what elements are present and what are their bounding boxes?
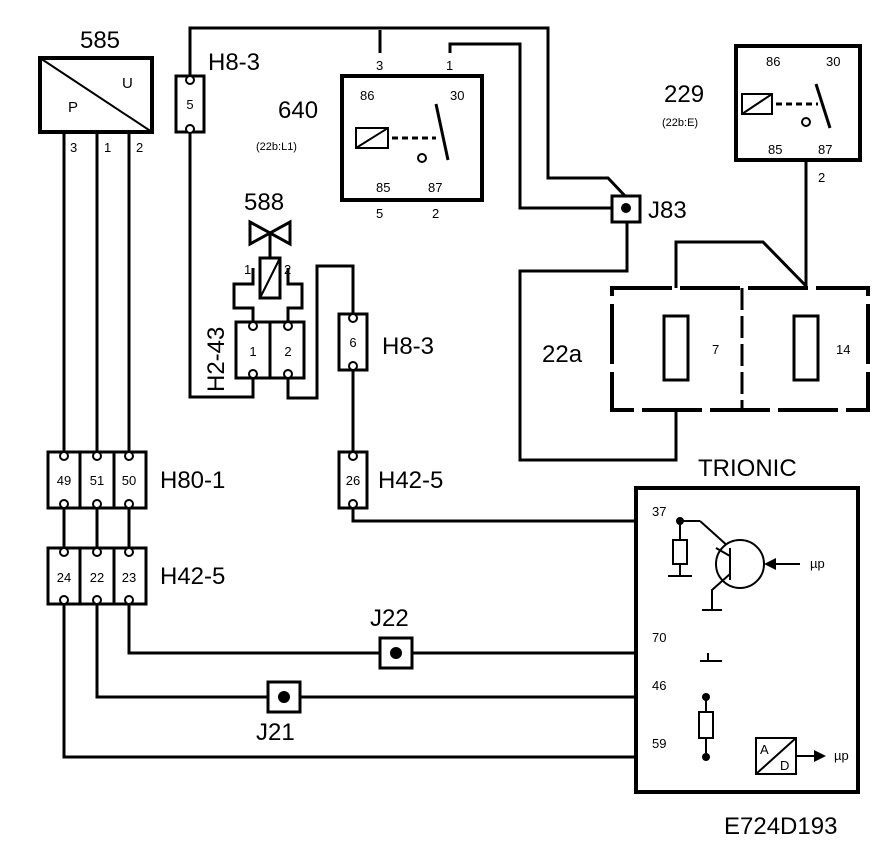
trionic-pin-59: 59 bbox=[652, 736, 666, 751]
valve-588-pin-1: 1 bbox=[244, 262, 251, 277]
relay-640-ref: (22b:L1) bbox=[256, 141, 297, 153]
connector-h80-1-pin-51: 51 bbox=[90, 473, 104, 488]
fusebox-22a: 22a 7 14 bbox=[542, 286, 870, 412]
trionic-ad-d: D bbox=[780, 758, 789, 773]
connector-h80-1: 49 51 50 H80-1 bbox=[46, 450, 225, 510]
relay-229-term-86: 86 bbox=[766, 54, 780, 69]
trionic-up-label-2: µp bbox=[834, 748, 849, 763]
sensor-585-pin-2: 2 bbox=[136, 140, 143, 155]
connector-h42-5-single-pin: 26 bbox=[346, 473, 360, 488]
connector-h42-5-triple: 24 22 23 H42-5 bbox=[46, 546, 225, 606]
connector-h8-3-mid-label: H8-3 bbox=[382, 333, 434, 360]
connector-h42-5-pin-23: 23 bbox=[122, 570, 136, 585]
fuse-7-label: 7 bbox=[712, 342, 719, 357]
connector-h42-5-single-label: H42-5 bbox=[378, 467, 443, 494]
connector-h80-1-pin-50: 50 bbox=[122, 473, 136, 488]
connector-h8-3-top-label: H8-3 bbox=[208, 49, 260, 76]
relay-229-ref: (22b:E) bbox=[662, 117, 698, 129]
junction-j22-label: J22 bbox=[370, 605, 409, 632]
relay-229-term-87: 87 bbox=[818, 142, 832, 157]
trionic-pin-37: 37 bbox=[652, 504, 666, 519]
relay-229-id: 229 bbox=[664, 81, 704, 108]
relay-640-pin-5: 5 bbox=[376, 206, 383, 221]
connector-h80-1-label: H80-1 bbox=[160, 467, 225, 494]
relay-640-id: 640 bbox=[278, 97, 318, 124]
connector-h2-43-pin-2: 2 bbox=[284, 344, 291, 359]
sensor-585-pin-1: 1 bbox=[104, 140, 111, 155]
relay-229-term-85: 85 bbox=[768, 142, 782, 157]
valve-588: 588 1 2 bbox=[244, 189, 292, 300]
trionic-label: TRIONIC bbox=[698, 455, 797, 482]
relay-229-coil bbox=[741, 83, 832, 129]
trionic-pin-70: 70 bbox=[652, 630, 666, 645]
relay-229: 229 (22b:E) 86 30 85 87 2 bbox=[662, 44, 862, 185]
junction-j21: J21 bbox=[256, 680, 302, 746]
relay-229-pin-2: 2 bbox=[818, 170, 825, 185]
connector-h42-5-pin-24: 24 bbox=[57, 570, 71, 585]
sensor-585-pin-3: 3 bbox=[70, 140, 77, 155]
sensor-585: 585 U P 3 1 2 bbox=[38, 27, 154, 155]
relay-229-term-30: 30 bbox=[826, 54, 840, 69]
trionic-ecu: TRIONIC 37 70 46 59 µp A D bbox=[634, 455, 860, 794]
relay-640-term-86: 86 bbox=[360, 88, 374, 103]
fuse-7 bbox=[662, 314, 690, 382]
valve-588-id: 588 bbox=[244, 189, 284, 216]
relay-640-pin-3: 3 bbox=[376, 58, 383, 73]
connector-h8-3-top: H8-3 5 bbox=[174, 49, 260, 134]
sensor-585-u-label: U bbox=[122, 75, 133, 92]
relay-640-term-30: 30 bbox=[450, 88, 464, 103]
sensor-585-id: 585 bbox=[80, 27, 120, 54]
relay-640-pin-1: 1 bbox=[446, 58, 453, 73]
fusebox-22a-label: 22a bbox=[542, 341, 583, 368]
junction-j22: J22 bbox=[370, 605, 414, 670]
trionic-up-label-1: µp bbox=[810, 556, 825, 571]
junction-j83-label: J83 bbox=[648, 197, 687, 224]
connector-h2-43-pin-1: 1 bbox=[249, 344, 256, 359]
relay-640-term-87: 87 bbox=[428, 180, 442, 195]
connector-h42-5-pin-22: 22 bbox=[90, 570, 104, 585]
trionic-ad-a: A bbox=[760, 742, 769, 757]
connector-h42-5-triple-label: H42-5 bbox=[160, 563, 225, 590]
connector-h80-1-pin-49: 49 bbox=[57, 473, 71, 488]
diagram-code: E724D193 bbox=[724, 813, 837, 840]
sensor-585-p-label: P bbox=[68, 99, 78, 116]
trionic-pin-46: 46 bbox=[652, 678, 666, 693]
relay-640: 640 (22b:L1) 3 1 86 30 85 87 5 2 bbox=[256, 58, 484, 221]
connector-h2-43: H2-43 1 2 bbox=[203, 320, 306, 392]
fuse-14 bbox=[792, 314, 820, 382]
junction-j83: J83 bbox=[610, 194, 687, 224]
connector-h8-3-mid-pin: 6 bbox=[349, 335, 356, 350]
wires bbox=[62, 26, 808, 759]
relay-640-pin-2: 2 bbox=[432, 206, 439, 221]
valve-588-pin-2: 2 bbox=[284, 262, 291, 277]
relay-640-term-85: 85 bbox=[376, 180, 390, 195]
connector-h2-43-label: H2-43 bbox=[203, 327, 230, 392]
connector-h42-5-single: 26 H42-5 bbox=[337, 450, 443, 510]
connector-h8-3-top-pin: 5 bbox=[186, 97, 193, 112]
junction-j21-label: J21 bbox=[256, 719, 295, 746]
fuse-14-label: 14 bbox=[836, 342, 850, 357]
relay-640-coil bbox=[355, 103, 450, 163]
connector-h8-3-mid: 6 H8-3 bbox=[337, 312, 434, 372]
